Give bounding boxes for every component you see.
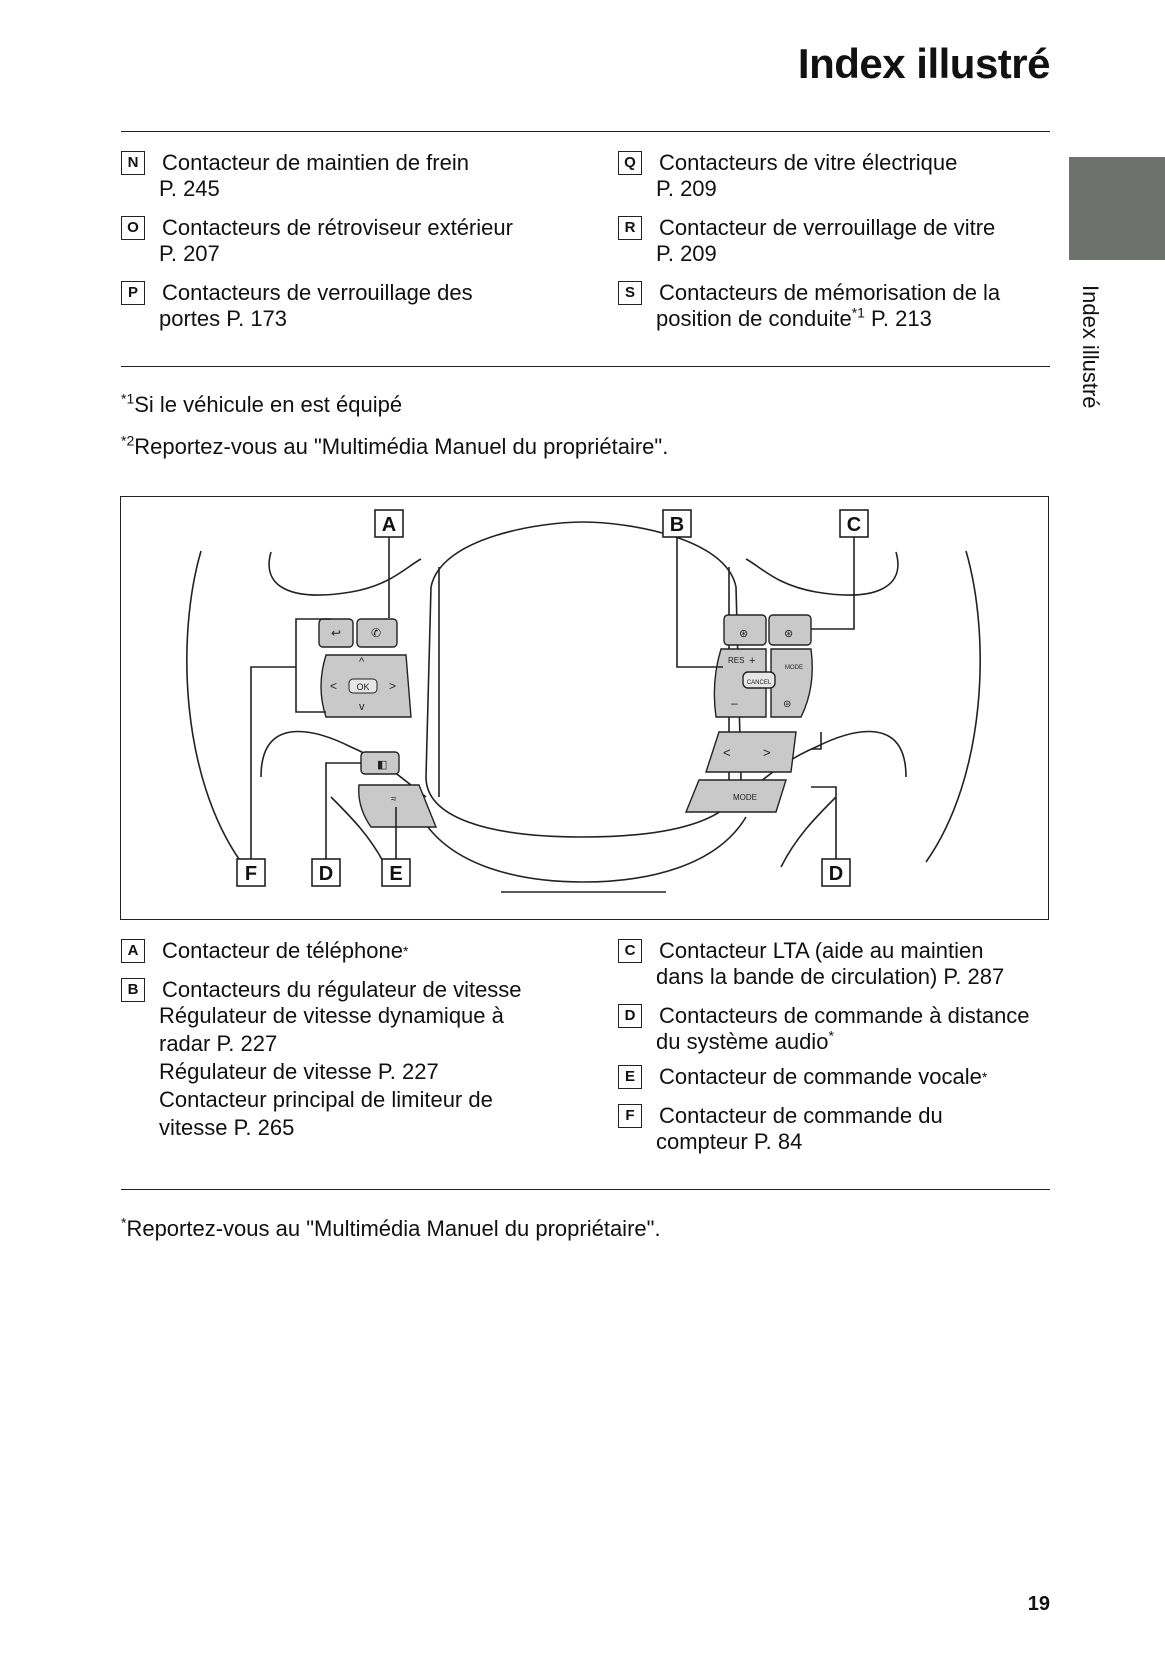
entry-text: Contacteurs de vitre électrique xyxy=(659,150,958,175)
entry-text: Contacteurs de rétroviseur extérieur xyxy=(162,215,513,240)
footnote-1: *1Si le véhicule en est équipé xyxy=(121,390,403,417)
divider-mid xyxy=(121,366,1050,367)
callout-f: F xyxy=(245,863,257,885)
callout-d-left: D xyxy=(319,863,333,885)
section-tab xyxy=(1069,157,1165,260)
entry-line: Contacteur principal de limiteur de xyxy=(159,1087,493,1112)
entry-letter: S xyxy=(618,281,642,305)
entry-o: O Contacteurs de rétroviseur extérieur P.… xyxy=(121,215,513,267)
svg-text:v: v xyxy=(359,701,365,713)
entry-letter: N xyxy=(121,151,145,175)
entry-f: F Contacteur de commande du compteur P. 8… xyxy=(618,1103,943,1155)
entry-line: dans la bande de circulation) P. 287 xyxy=(656,964,1005,989)
entry-line: du système audio* xyxy=(656,1027,834,1054)
divider-bottom xyxy=(121,1189,1050,1190)
svg-text:⊜: ⊜ xyxy=(783,699,791,710)
svg-text:^: ^ xyxy=(359,656,365,668)
entry-text: Contacteur LTA (aide au maintien xyxy=(659,938,984,963)
entry-line: vitesse P. 265 xyxy=(159,1115,295,1140)
svg-text:<: < xyxy=(330,679,337,693)
entry-letter: Q xyxy=(618,151,642,175)
entry-letter: D xyxy=(618,1004,642,1028)
entry-letter: O xyxy=(121,216,145,240)
entry-text: Contacteurs de mémorisation de la xyxy=(659,280,1001,305)
footnote-2: *2Reportez-vous au "Multimédia Manuel du… xyxy=(121,432,669,459)
entry-line: compteur P. 84 xyxy=(656,1129,803,1154)
callout-d-right: D xyxy=(829,863,843,885)
callout-b: B xyxy=(670,514,684,536)
entry-d: D Contacteurs de commande à distance du s… xyxy=(618,1003,1030,1055)
mode-button-label: MODE xyxy=(733,793,757,802)
entry-letter: F xyxy=(618,1104,642,1128)
res-button-label: RES xyxy=(728,656,744,665)
entry-text: Contacteur de maintien de frein xyxy=(162,150,469,175)
svg-text:✆: ✆ xyxy=(371,626,381,640)
entry-text: Contacteurs de verrouillage des xyxy=(162,280,473,305)
section-tab-label: Index illustré xyxy=(1078,285,1103,409)
entry-page-ref: position de conduite*1 P. 213 xyxy=(656,304,932,331)
page-number: 19 xyxy=(1027,1593,1050,1615)
entry-letter: E xyxy=(618,1065,642,1089)
entry-letter: A xyxy=(121,939,145,963)
entry-c: C Contacteur LTA (aide au maintien dans l… xyxy=(618,938,1004,990)
entry-text: Contacteur de commande vocale xyxy=(659,1064,982,1089)
svg-text:>: > xyxy=(763,745,771,760)
callout-a: A xyxy=(382,514,396,536)
entry-s: S Contacteurs de mémorisation de la posit… xyxy=(618,280,1000,332)
svg-text:◧: ◧ xyxy=(377,759,387,771)
entry-b: B Contacteurs du régulateur de vitesse Ré… xyxy=(121,977,522,1141)
callout-c: C xyxy=(847,514,861,536)
svg-text:<: < xyxy=(723,745,731,760)
svg-text:≈: ≈ xyxy=(391,794,397,805)
cancel-button-label: CANCEL xyxy=(747,680,772,686)
entry-n: N Contacteur de maintien de frein P. 245 xyxy=(121,150,469,202)
steering-wheel-illustration: OK ↩ ✆ ^ < > v ◧ ≈ RES + MODE CANCEL – ⊛ xyxy=(186,509,981,893)
entry-letter: P xyxy=(121,281,145,305)
callout-e: E xyxy=(389,863,402,885)
entry-q: Q Contacteurs de vitre électrique P. 209 xyxy=(618,150,957,202)
entry-letter: B xyxy=(121,978,145,1002)
entry-page-ref: portes P. 173 xyxy=(159,306,288,331)
entry-page-ref: P. 207 xyxy=(159,241,220,266)
steering-wheel-figure: OK ↩ ✆ ^ < > v ◧ ≈ RES + MODE CANCEL – ⊛ xyxy=(120,496,1049,920)
entry-letter: C xyxy=(618,939,642,963)
svg-text:+: + xyxy=(749,655,755,667)
entry-letter: R xyxy=(618,216,642,240)
svg-text:⊛: ⊛ xyxy=(739,628,748,640)
svg-text:–: – xyxy=(731,696,738,710)
entry-text: Contacteur de commande du xyxy=(659,1103,943,1128)
entry-page-ref: P. 209 xyxy=(656,176,717,201)
entry-text: Contacteurs du régulateur de vitesse xyxy=(162,977,522,1002)
entry-text: Contacteur de téléphone xyxy=(162,938,403,963)
svg-text:↩: ↩ xyxy=(331,626,341,640)
page-title: Index illustré xyxy=(797,40,1051,87)
svg-text:⊛: ⊛ xyxy=(784,628,793,640)
entry-line: radar P. 227 xyxy=(159,1031,278,1056)
entry-text: Contacteurs de commande à distance xyxy=(659,1003,1030,1028)
entry-line: Régulateur de vitesse P. 227 xyxy=(159,1059,439,1084)
entry-p: P Contacteurs de verrouillage des portes … xyxy=(121,280,473,332)
svg-text:>: > xyxy=(389,679,396,693)
mode-small-label: MODE xyxy=(785,665,803,671)
ok-button-label: OK xyxy=(356,682,369,692)
entry-line: Régulateur de vitesse dynamique à xyxy=(159,1003,504,1028)
footnote-bottom: *Reportez-vous au "Multimédia Manuel du … xyxy=(121,1214,661,1241)
divider-top xyxy=(121,131,1050,132)
entry-page-ref: P. 209 xyxy=(656,241,717,266)
entry-page-ref: P. 245 xyxy=(159,176,220,201)
entry-text: Contacteur de verrouillage de vitre xyxy=(659,215,996,240)
entry-r: R Contacteur de verrouillage de vitre P. … xyxy=(618,215,995,267)
